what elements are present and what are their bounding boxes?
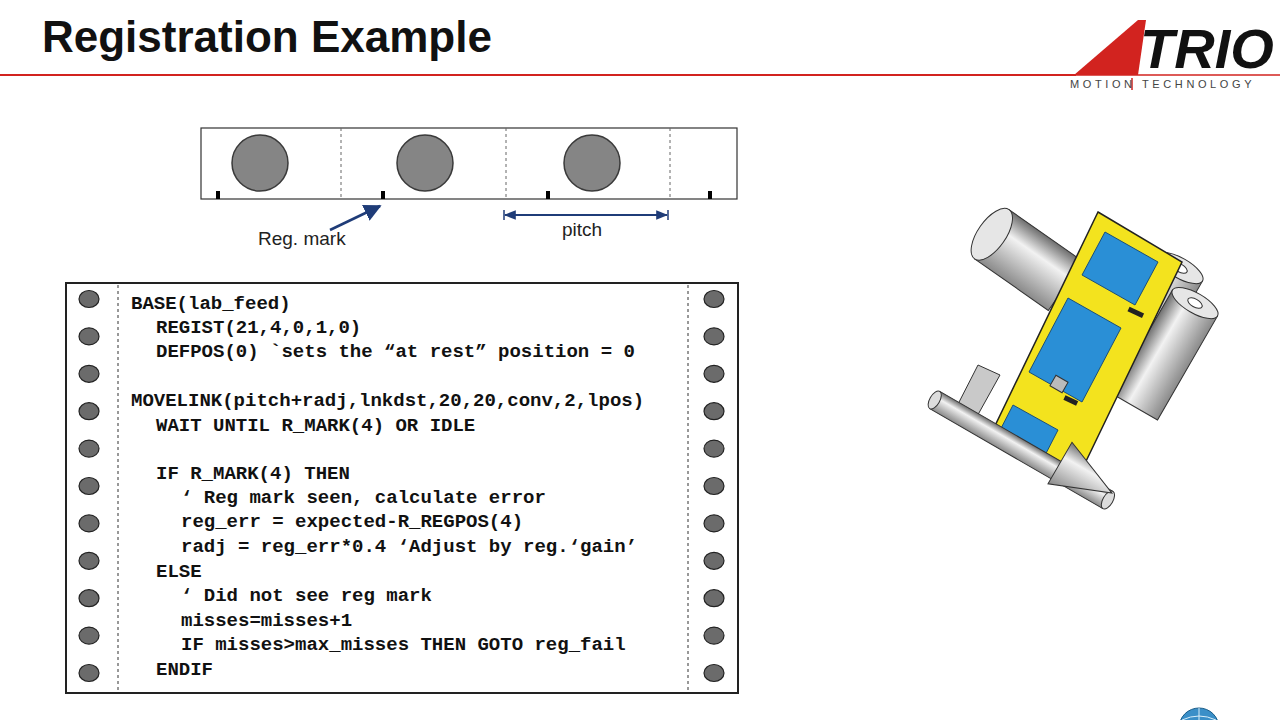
code-line: ENDIF <box>156 659 213 681</box>
sprocket-hole <box>79 291 99 308</box>
header-rule <box>0 74 1076 76</box>
code-line: REGIST(21,4,0,1,0) <box>156 317 361 339</box>
corner-badge <box>1179 708 1219 720</box>
labeller-machine <box>922 202 1222 517</box>
listing-paper <box>66 283 738 693</box>
sprocket-hole <box>79 552 99 569</box>
code-line: misses=misses+1 <box>181 610 352 632</box>
sprocket-hole <box>704 627 724 644</box>
sprocket-hole <box>79 365 99 382</box>
logo-tagline: MOTION TECHNOLOGY <box>1070 78 1255 90</box>
code-line: BASE(lab_feed) <box>131 293 291 315</box>
logo-wedge <box>1074 20 1146 75</box>
sprocket-hole <box>79 478 99 495</box>
sprocket-hole <box>704 515 724 532</box>
slide-title: Registration Example <box>42 12 492 62</box>
dimension-label: pitch <box>562 220 602 241</box>
code-listing: BASE(lab_feed)REGIST(21,4,0,1,0)DEFPOS(0… <box>66 283 738 693</box>
leader-line <box>330 206 380 230</box>
sprocket-hole <box>704 328 724 345</box>
sprocket-hole <box>704 478 724 495</box>
sprocket-hole <box>704 552 724 569</box>
sprocket-hole <box>704 665 724 682</box>
code-line: radj = reg_err*0.4 ‘Adjust by reg.‘gain’ <box>181 536 637 558</box>
sprocket-hole <box>704 403 724 420</box>
sprocket-hole <box>704 291 724 308</box>
label-strip <box>201 128 737 199</box>
code-line: MOVELINK(pitch+radj,lnkdst,20,20,conv,2,… <box>131 390 644 412</box>
callout-label: Reg. mark <box>258 229 346 250</box>
sprocket-hole <box>79 328 99 345</box>
sprocket-hole <box>79 590 99 607</box>
sprocket-hole <box>79 515 99 532</box>
code-line: WAIT UNTIL R_MARK(4) OR IDLE <box>156 415 475 437</box>
sprocket-hole <box>79 665 99 682</box>
sprocket-hole <box>704 590 724 607</box>
sprocket-hole <box>704 440 724 457</box>
sprocket-hole <box>704 365 724 382</box>
code-line: IF misses>max_misses THEN GOTO reg_fail <box>181 634 626 656</box>
code-line: DEFPOS(0) `sets the “at rest” position =… <box>156 341 635 363</box>
code-line: ‘ Reg mark seen, calculate error <box>181 487 546 509</box>
sprocket-hole <box>79 627 99 644</box>
corner-badge-lines <box>1182 708 1216 720</box>
sprocket-hole <box>79 440 99 457</box>
code-line: ‘ Did not see reg mark <box>181 585 432 607</box>
code-line: ELSE <box>156 561 202 583</box>
code-line: IF R_MARK(4) THEN <box>156 463 350 485</box>
code-line: reg_err = expected-R_REGPOS(4) <box>181 511 523 533</box>
pitch-dimension <box>504 210 668 220</box>
sprocket-hole <box>79 403 99 420</box>
logo-word: TRIO <box>1140 18 1274 80</box>
